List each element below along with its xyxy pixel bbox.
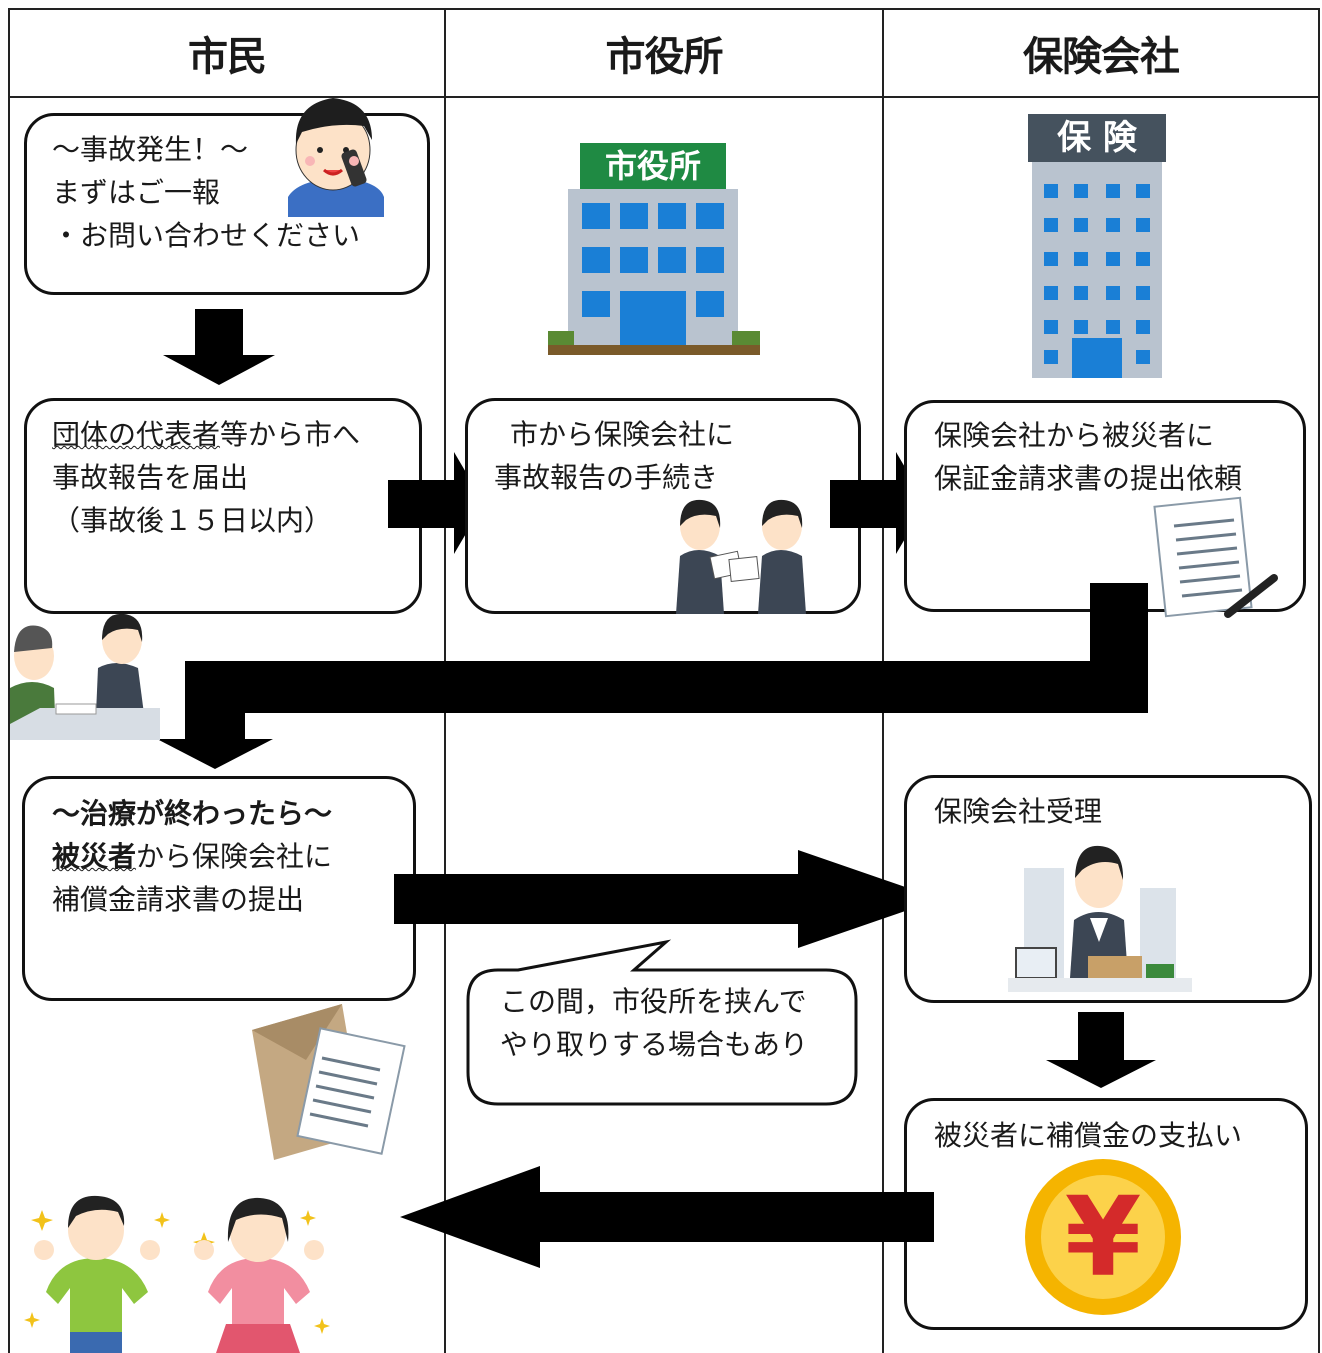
payment-label: 被災者に補償金の支払い [934, 1119, 1243, 1152]
column-header-city-office: 市役所 [605, 34, 724, 80]
note-speech-bubble [466, 939, 858, 1106]
document-with-pen-icon [1153, 496, 1278, 618]
reception-clerk-illustration [1008, 845, 1192, 992]
accident-line-2: まずはご一報 [52, 176, 221, 209]
city-procedure-line-2: 事故報告の手続き [494, 461, 719, 494]
header-divider [8, 96, 1320, 98]
insurer-request-line-2: 保証金請求書の提出依頼 [934, 462, 1243, 495]
right-arrow-city-to-insurer [830, 452, 926, 554]
treatment-title: ～治療が終わったら～ [52, 797, 333, 830]
phone-caller-illustration [288, 98, 384, 217]
down-arrow-1 [163, 309, 275, 385]
report-line-1: 団体の代表者等から市へ [52, 413, 360, 456]
return-arrow-insurer-to-citizen [157, 583, 1148, 769]
table-top-border [8, 8, 1320, 10]
treatment-line-2-rest: から保険会社に [136, 840, 333, 873]
insurance-building-sign: 保 険 [1057, 118, 1137, 158]
city-office-sign: 市役所 [604, 147, 701, 185]
column-header-citizen: 市民 [188, 34, 267, 80]
report-line-2: 事故報告を届出 [52, 461, 249, 494]
report-underlined-text: 団体の代表者 [52, 418, 221, 451]
accident-title: ～事故発生！～ [52, 133, 249, 166]
receipt-label: 保険会社受理 [934, 795, 1103, 828]
yen-coin-icon [1025, 1159, 1181, 1315]
envelope-document-illustration [252, 1004, 406, 1160]
table-left-border [8, 8, 10, 1353]
report-line-3: （事故後１５日以内） [52, 504, 333, 537]
treatment-underlined-text: 被災者 [52, 840, 137, 873]
treatment-line-3: 補償金請求書の提出 [52, 883, 305, 916]
right-arrow-claim-submission [394, 850, 940, 948]
treatment-line-2: 被災者から保険会社に [52, 835, 332, 878]
city-office-building-illustration [548, 143, 760, 355]
table-right-border [1318, 8, 1320, 1353]
report-box [24, 398, 422, 614]
city-procedure-line-1: 市から保険会社に [510, 418, 735, 451]
insurance-building-illustration [1028, 114, 1166, 378]
staff-exchange-illustration [676, 499, 806, 614]
down-arrow-2 [1046, 1012, 1156, 1088]
insurer-request-line-1: 保険会社から被災者に [934, 419, 1215, 452]
treatment-box [22, 776, 416, 1001]
right-arrow-citizen-to-city [388, 452, 484, 554]
accident-line-3: ・お問い合わせください [52, 219, 361, 252]
column-header-insurance-company: 保険会社 [1023, 34, 1180, 80]
note-line-1: この間，市役所を挟んで [500, 985, 807, 1018]
report-line-1-rest: 等から市へ [220, 418, 361, 451]
happy-people-illustration [24, 1195, 330, 1353]
left-arrow-payment [400, 1166, 934, 1268]
note-line-2: やり取りする場合もあり [500, 1028, 809, 1061]
consultation-illustration [10, 613, 160, 740]
yen-symbol: ¥ [1064, 1173, 1142, 1301]
